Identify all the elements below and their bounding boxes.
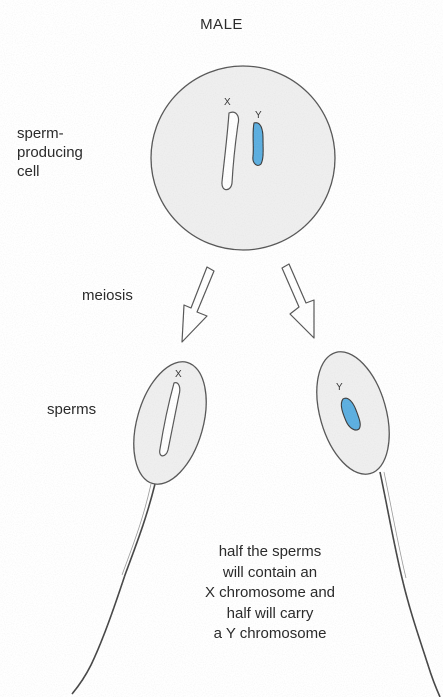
diagram-title: MALE	[0, 15, 443, 34]
explanation-note: half the sperms will contain an X chromo…	[165, 542, 375, 645]
sperms-label: sperms	[47, 400, 96, 419]
meiosis-label: meiosis	[82, 286, 133, 305]
cell-label: sperm- producing cell	[17, 124, 83, 181]
